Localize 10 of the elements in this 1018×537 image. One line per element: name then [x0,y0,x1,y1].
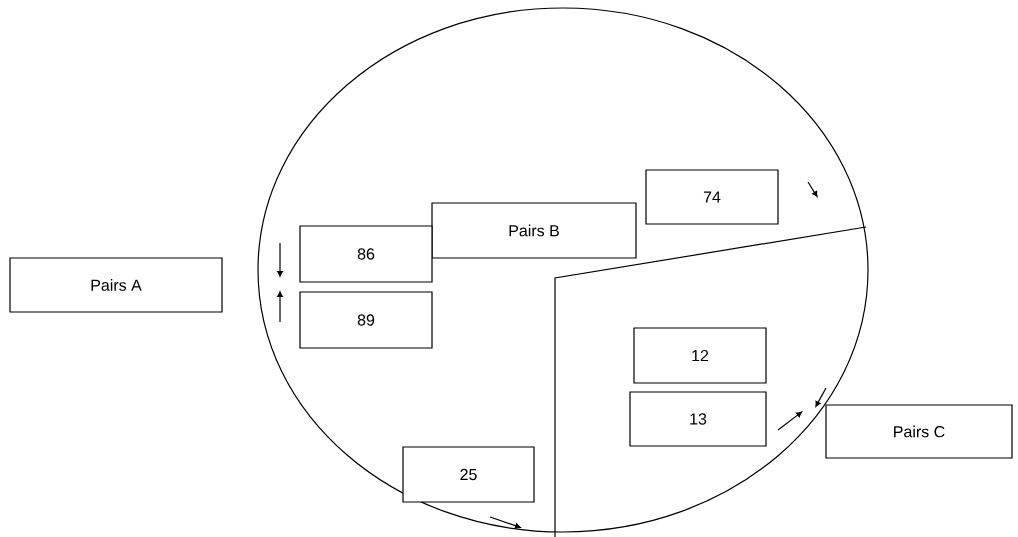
label-box: 25 [402,446,535,503]
label-box: 89 [299,291,433,349]
label-box: 74 [645,169,779,225]
label-box: 13 [629,391,767,447]
label-box: Pairs C [825,404,1013,459]
label-box: 86 [299,225,433,283]
label-box: Pairs A [9,257,223,313]
label-box: Pairs B [431,202,637,259]
boundary-ellipse [257,7,869,533]
label-box: 12 [633,327,767,384]
